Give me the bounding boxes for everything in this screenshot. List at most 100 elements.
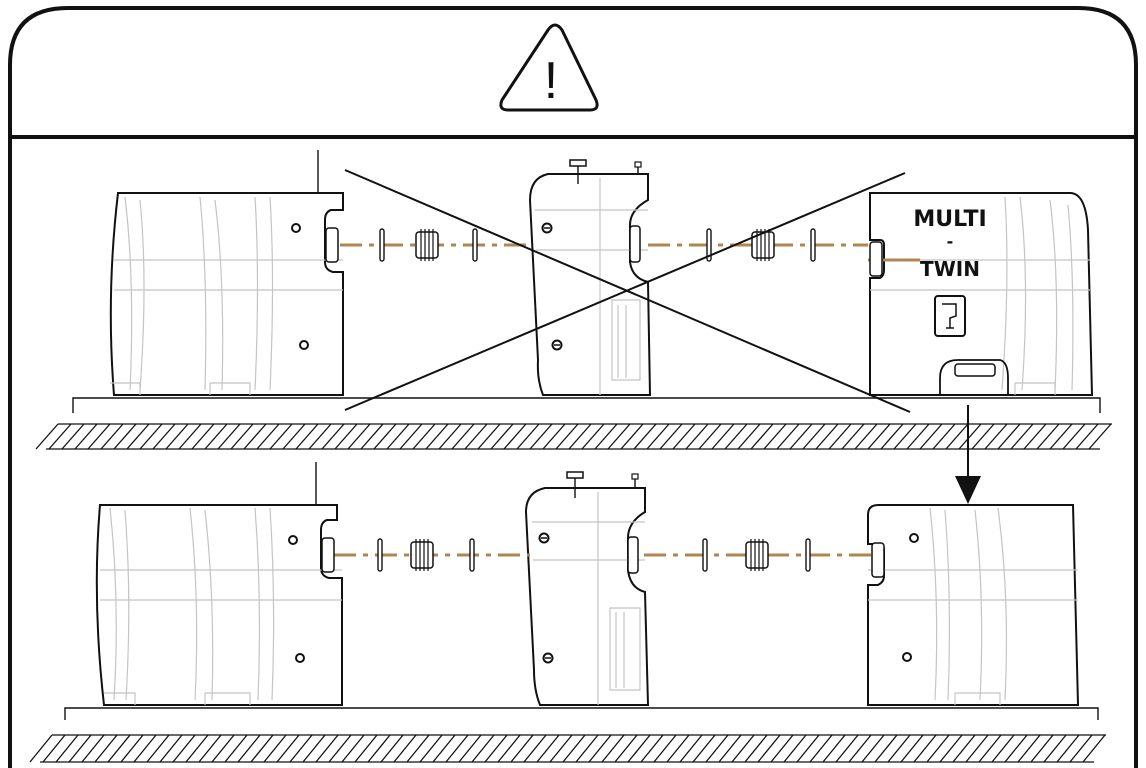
floor-hatch-stroke [640, 734, 664, 763]
floor-hatch-stroke [653, 734, 677, 763]
floor-hatch-stroke [997, 423, 1021, 450]
floor-hatch-stroke [256, 423, 280, 450]
floor-hatch-stroke [100, 423, 124, 450]
floor-hatch-stroke [926, 734, 950, 763]
floor-hatch-stroke [399, 423, 423, 450]
floor-hatch-stroke [406, 734, 430, 763]
inlet-port [869, 241, 883, 277]
wrong-configuration-cross-icon [344, 169, 911, 413]
floor-hatch-stroke [451, 423, 475, 450]
floor-hatch-stroke [35, 423, 59, 450]
floor-hatch-stroke [1069, 734, 1093, 763]
floor-hatch-stroke [991, 734, 1015, 763]
floor-hatch-stroke [575, 734, 599, 763]
warning-symbol: ! [544, 52, 558, 110]
floor-hatch-stroke [48, 423, 72, 450]
floor-hatch-stroke [204, 423, 228, 450]
floor-hatch-stroke [1056, 734, 1080, 763]
floor-hatch-stroke [55, 734, 79, 763]
floor-hatch-stroke [224, 734, 248, 763]
floor-hatch-stroke [328, 734, 352, 763]
floor-hatch-stroke [438, 423, 462, 450]
floor-hatch-stroke [672, 423, 696, 450]
gasket-disc [377, 538, 383, 572]
floor-hatch-stroke [484, 734, 508, 763]
floor-hatch-stroke [568, 423, 592, 450]
floor-hatch-stroke [1017, 734, 1041, 763]
down-arrow-icon [955, 405, 981, 504]
center-unit-bottom [524, 471, 650, 706]
floor-hatch-stroke [965, 734, 989, 763]
floor-hatch-stroke [796, 734, 820, 763]
floor-hatch-stroke [217, 423, 241, 450]
inlet-port [871, 542, 885, 578]
floor-hatch-stroke [412, 423, 436, 450]
incorrect-installation-row: MULTI - TWIN [35, 150, 1112, 450]
floor-hatch-stroke [952, 734, 976, 763]
platform-top [72, 397, 1101, 413]
floor-hatch-stroke [380, 734, 404, 763]
knob-left-top [569, 159, 587, 184]
floor-hatch-stroke [367, 734, 391, 763]
gasket-disc [379, 228, 385, 262]
gasket-disc [472, 228, 478, 262]
knob-left-bottom [566, 471, 584, 498]
pipe-coupling [410, 539, 434, 571]
floor-hatch-stroke [523, 734, 547, 763]
gasket-disc [706, 228, 712, 262]
floor-hatch-stroke [425, 423, 449, 450]
floor-hatch-stroke [230, 423, 254, 450]
floor-hatch-stroke [776, 423, 800, 450]
floor-hatch-stroke [146, 734, 170, 763]
floor-hatch-stroke [1062, 423, 1086, 450]
tap-icon [934, 295, 966, 337]
floor-hatch-stroke [594, 423, 618, 450]
floor-hatch-stroke [471, 734, 495, 763]
outlet-port [321, 537, 335, 573]
floor-hatch-stroke [887, 734, 911, 763]
floor-hatch-stroke [705, 734, 729, 763]
correct-installation-row [29, 462, 1106, 763]
floor-hatch-stroke [334, 423, 358, 450]
handle-slot [939, 359, 1009, 395]
floor-hatch-top [35, 423, 1112, 450]
floor-hatch-stroke [386, 423, 410, 450]
floor-hatch-stroke [185, 734, 209, 763]
floor-hatch-stroke [627, 734, 651, 763]
floor-hatch-stroke [809, 734, 833, 763]
floor-hatch-stroke [763, 423, 787, 450]
floor-hatch-stroke [789, 423, 813, 450]
floor-hatch-stroke [159, 734, 183, 763]
floor-hatch-stroke [711, 423, 735, 450]
floor-hatch-stroke [757, 734, 781, 763]
floor-hatch-stroke [718, 734, 742, 763]
floor-hatch-stroke [646, 423, 670, 450]
platform-bottom [64, 707, 1099, 720]
floor-hatch-stroke [945, 423, 969, 450]
pipe-connections-top [325, 225, 920, 277]
floor-hatch-stroke [393, 734, 417, 763]
floor-hatch-stroke [659, 423, 683, 450]
floor-hatch-stroke [347, 423, 371, 450]
floor-hatch-stroke [360, 423, 384, 450]
floor-hatch-stroke [113, 423, 137, 450]
floor-hatch-stroke [783, 734, 807, 763]
floor-hatch-stroke [510, 734, 534, 763]
floor-hatch-stroke [854, 423, 878, 450]
floor-hatch-stroke [861, 734, 885, 763]
gasket-disc [805, 538, 811, 572]
floor-hatch-stroke [724, 423, 748, 450]
right-unit-top: MULTI - TWIN [869, 192, 1094, 396]
floor-hatch-stroke [906, 423, 930, 450]
floor-hatch-stroke [1043, 734, 1067, 763]
floor-hatch-stroke [211, 734, 235, 763]
floor-hatch-stroke [939, 734, 963, 763]
floor-hatch-stroke [1049, 423, 1073, 450]
floor-hatch-stroke [562, 734, 586, 763]
floor-hatch-stroke [126, 423, 150, 450]
floor-hatch-stroke [133, 734, 157, 763]
floor-hatch-stroke [1023, 423, 1047, 450]
floor-hatch-stroke [893, 423, 917, 450]
floor-hatch-stroke [828, 423, 852, 450]
